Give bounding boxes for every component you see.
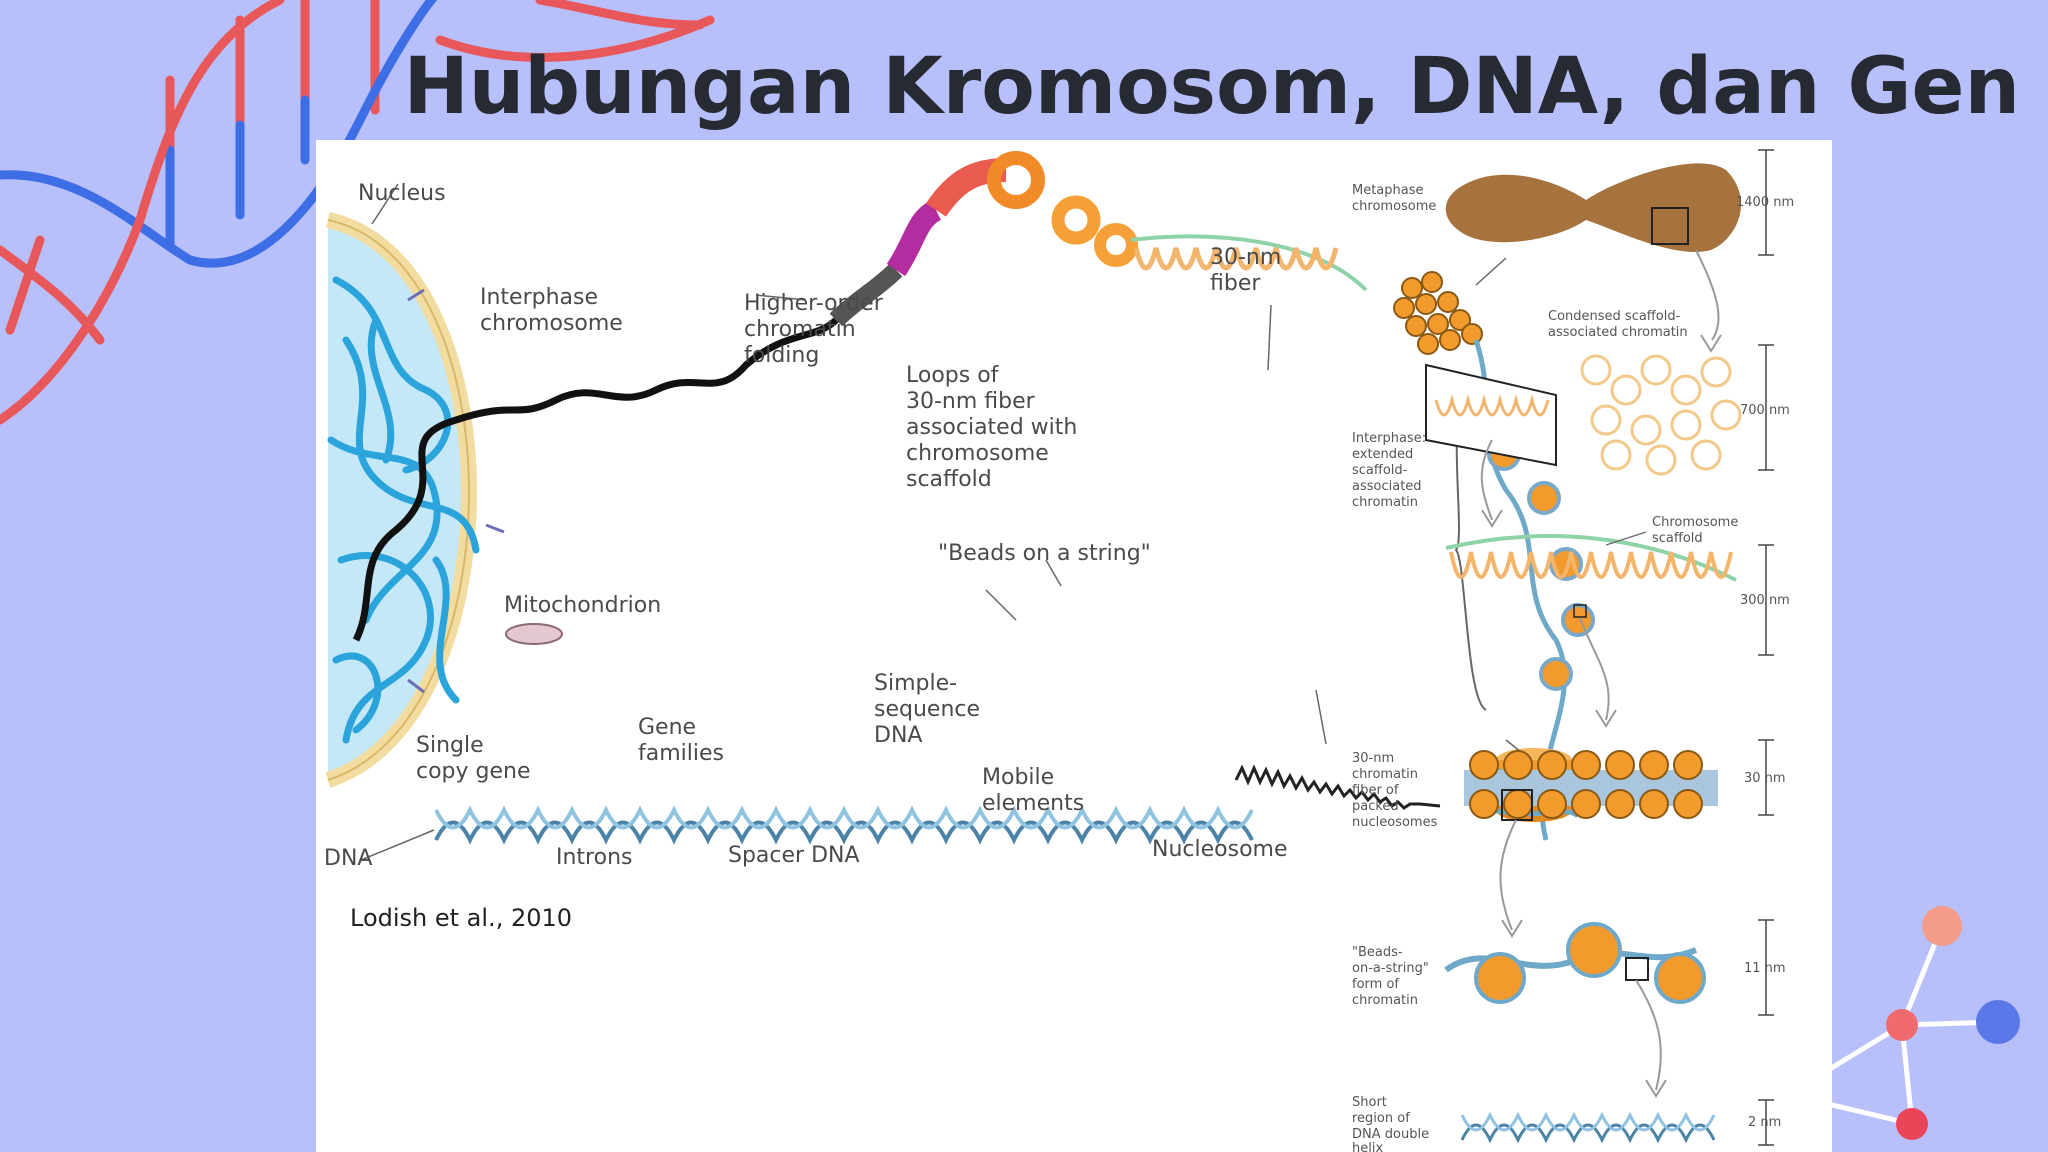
label-short-2: region of: [1352, 1111, 1410, 1126]
label-higher-2: chromatin: [744, 317, 856, 342]
label-condensed-1: Condensed scaffold-: [1548, 309, 1681, 324]
label-single-copy-1: Single: [416, 733, 484, 758]
fiber-30nm-cluster: [1393, 271, 1483, 355]
label-simple-3: DNA: [874, 723, 922, 748]
scale-300nm: 300 nm: [1740, 593, 1790, 608]
dna-double-helix: [434, 805, 1254, 845]
scaffold-line: [1130, 234, 1368, 292]
higher-order-folding: [829, 151, 1138, 327]
scale-700nm: 700 nm: [1740, 403, 1790, 418]
slide-title: Hubungan Kromosom, DNA, dan Gen: [403, 42, 2020, 132]
label-short-3: DNA double: [1352, 1127, 1429, 1142]
label-nucleus: Nucleus: [358, 181, 446, 206]
label-loops-4: chromosome: [906, 441, 1049, 466]
label-spacer-dna: Spacer DNA: [728, 843, 860, 868]
chromatin-tangle: [327, 276, 480, 744]
chromosome-organization-diagram: Nucleus Interphase chromosome Higher-ord…: [324, 149, 1794, 1152]
chromosome-diagram-panel: Nucleus Interphase chromosome Higher-ord…: [316, 140, 1832, 1152]
label-beads-r-3: form of: [1352, 977, 1399, 992]
label-fiber30-2: chromatin: [1352, 767, 1418, 782]
label-nucleosome: Nucleosome: [1152, 837, 1288, 862]
label-beads-r-4: chromatin: [1352, 993, 1418, 1008]
chromosome-thread: [352, 317, 839, 642]
label-mobile-1: Mobile: [982, 765, 1054, 790]
metaphase-chromosome: [1445, 163, 1742, 253]
label-simple-2: sequence: [874, 697, 980, 722]
atom-node: [1922, 906, 1962, 946]
label-metaphase-1: Metaphase: [1352, 183, 1424, 198]
label-gene-families-2: families: [638, 741, 724, 766]
atom-node: [1976, 1000, 2020, 1044]
label-fiber30-3: fiber of: [1352, 783, 1399, 798]
label-interphase-r-4: associated: [1352, 479, 1422, 494]
label-short-4: helix: [1352, 1141, 1383, 1152]
label-scaffold-2: scaffold: [1652, 531, 1703, 546]
scale-1400nm: 1400 nm: [1736, 195, 1794, 210]
label-metaphase-2: chromosome: [1352, 199, 1436, 214]
atom-node: [1886, 1009, 1918, 1041]
citation: Lodish et al., 2010: [350, 904, 572, 932]
flow-arrows: [1480, 249, 1722, 1098]
label-interphase-r-2: extended: [1352, 447, 1413, 462]
label-loops-1: Loops of: [906, 363, 1000, 388]
label-beads-r-2: on-a-string": [1352, 961, 1429, 976]
label-interphase-2: chromosome: [480, 311, 623, 336]
label-higher-1: Higher-order: [744, 291, 884, 316]
label-beads-r-1: "Beads-: [1352, 945, 1403, 960]
label-loops-5: scaffold: [906, 467, 992, 492]
label-gene-families-1: Gene: [638, 715, 696, 740]
label-fiber30-1: 30-nm: [1352, 751, 1394, 766]
atom-node: [1896, 1108, 1928, 1140]
label-fiber-2: fiber: [1210, 271, 1261, 296]
label-mitochondrion: Mitochondrion: [504, 593, 661, 618]
label-single-copy-2: copy gene: [416, 759, 531, 784]
label-simple-1: Simple-: [874, 671, 957, 696]
label-fiber30-5: nucleosomes: [1352, 815, 1438, 830]
label-loops-2: 30-nm fiber: [906, 389, 1036, 414]
scale-bars: [1758, 149, 1774, 1146]
short-dna-helix: [1460, 1111, 1716, 1144]
label-dna: DNA: [324, 846, 372, 871]
mitochondrion: [505, 623, 563, 645]
label-scaffold-1: Chromosome: [1652, 515, 1738, 530]
label-interphase-1: Interphase: [480, 285, 598, 310]
label-introns: Introns: [556, 845, 632, 870]
label-mobile-2: elements: [982, 791, 1084, 816]
label-condensed-2: associated chromatin: [1548, 325, 1688, 340]
label-interphase-r-5: chromatin: [1352, 495, 1418, 510]
label-beads: "Beads on a string": [938, 541, 1151, 566]
scale-2nm: 2 nm: [1748, 1115, 1781, 1130]
beads-11nm: [1474, 922, 1706, 1004]
scale-11nm: 11 nm: [1744, 961, 1786, 976]
scale-30nm: 30 nm: [1744, 771, 1786, 786]
label-higher-3: folding: [744, 343, 819, 368]
condensed-chromatin: [1580, 354, 1742, 476]
label-fiber-1: 30-nm: [1210, 245, 1281, 270]
simple-sequence-dna: [1234, 764, 1441, 810]
label-interphase-r-3: scaffold-: [1352, 463, 1408, 478]
dna-helix-decoration: [0, 0, 715, 425]
interphase-extended-chromatin: [1425, 363, 1557, 467]
label-short-1: Short: [1352, 1095, 1387, 1110]
packed-nucleosome-fiber: [1464, 750, 1718, 821]
nucleus-cell: [325, 212, 505, 788]
label-loops-3: associated with: [906, 415, 1077, 440]
label-interphase-r-1: Interphase:: [1352, 431, 1426, 446]
molecule-decoration: [1820, 906, 2020, 1140]
scaffold-loops-300nm: [1449, 551, 1733, 579]
chromatin-loops: [1133, 247, 1339, 271]
label-fiber30-4: packed: [1352, 799, 1399, 814]
